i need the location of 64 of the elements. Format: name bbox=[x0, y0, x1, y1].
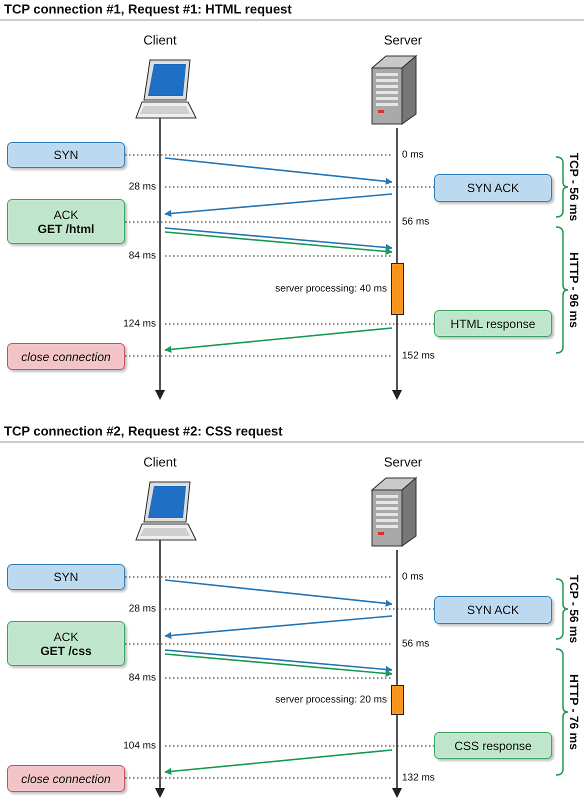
message-arrow bbox=[164, 231, 393, 255]
time-label: 28 ms bbox=[128, 604, 156, 614]
column-heading: Client bbox=[143, 32, 177, 48]
lifeline bbox=[155, 540, 165, 798]
message-box bbox=[434, 596, 552, 624]
processing-label: server processing: 20 ms bbox=[275, 694, 387, 706]
message-box bbox=[7, 621, 125, 666]
time-label: 84 ms bbox=[128, 672, 156, 684]
message-arrow bbox=[164, 327, 392, 353]
time-label: 84 ms bbox=[128, 250, 156, 262]
message-text: close connection bbox=[21, 350, 111, 364]
message-text: SYN bbox=[54, 570, 78, 584]
dotted-time-line bbox=[164, 186, 434, 188]
message-arrow bbox=[164, 749, 392, 775]
time-label: 0 ms bbox=[402, 572, 424, 582]
message-arrow bbox=[164, 579, 393, 607]
time-label: 104 ms bbox=[123, 740, 156, 752]
message-text: SYN bbox=[54, 148, 78, 162]
message-text: SYN ACK bbox=[466, 603, 520, 617]
dotted-time-line bbox=[164, 608, 434, 610]
time-label: 124 ms bbox=[123, 318, 156, 330]
dotted-time-line bbox=[124, 154, 392, 156]
processing-label: server processing: 40 ms bbox=[275, 284, 387, 294]
time-label: 0 ms bbox=[402, 150, 424, 160]
section-title: TCP connection #1, Request #1: HTML request bbox=[4, 2, 292, 16]
message-box bbox=[434, 310, 552, 337]
column-heading: Server bbox=[384, 454, 422, 470]
time-label: 28 ms bbox=[128, 182, 156, 192]
message-text: HTML response bbox=[450, 316, 536, 330]
message-box bbox=[434, 732, 552, 759]
time-label: 152 ms bbox=[402, 350, 435, 362]
time-label: 56 ms bbox=[402, 638, 430, 650]
message-box bbox=[7, 199, 125, 244]
message-text: GET /css bbox=[40, 644, 92, 658]
message-arrow bbox=[164, 649, 393, 673]
time-label: 56 ms bbox=[402, 216, 430, 228]
message-arrow bbox=[164, 615, 392, 639]
phase-duration-label: TCP - 56 ms bbox=[567, 152, 581, 222]
processing-bar bbox=[391, 263, 404, 315]
message-text: close connection bbox=[21, 772, 111, 786]
message-text: CSS response bbox=[454, 738, 532, 752]
message-arrow bbox=[164, 227, 393, 251]
processing-bar bbox=[391, 685, 404, 715]
phase-duration-label: HTTP - 76 ms bbox=[567, 674, 581, 750]
message-box bbox=[7, 343, 125, 370]
message-text: SYN ACK bbox=[466, 181, 520, 195]
message-box bbox=[7, 142, 125, 168]
message-text: ACK bbox=[54, 630, 78, 644]
message-arrow bbox=[164, 157, 393, 185]
phase-duration-label: TCP - 56 ms bbox=[567, 574, 581, 644]
lifeline bbox=[155, 118, 165, 400]
phase-duration-label: HTTP - 96 ms bbox=[567, 252, 581, 328]
message-box bbox=[434, 174, 552, 202]
column-heading: Server bbox=[384, 32, 422, 48]
message-text: GET /html bbox=[38, 222, 94, 236]
message-text: ACK bbox=[54, 208, 78, 222]
time-label: 132 ms bbox=[402, 772, 435, 784]
message-box bbox=[7, 564, 125, 590]
section-title: TCP connection #2, Request #2: CSS request bbox=[4, 424, 283, 438]
dotted-time-line bbox=[124, 576, 392, 578]
message-box bbox=[7, 765, 125, 792]
message-arrow bbox=[164, 653, 393, 677]
message-arrow bbox=[164, 193, 392, 217]
column-heading: Client bbox=[143, 454, 177, 470]
